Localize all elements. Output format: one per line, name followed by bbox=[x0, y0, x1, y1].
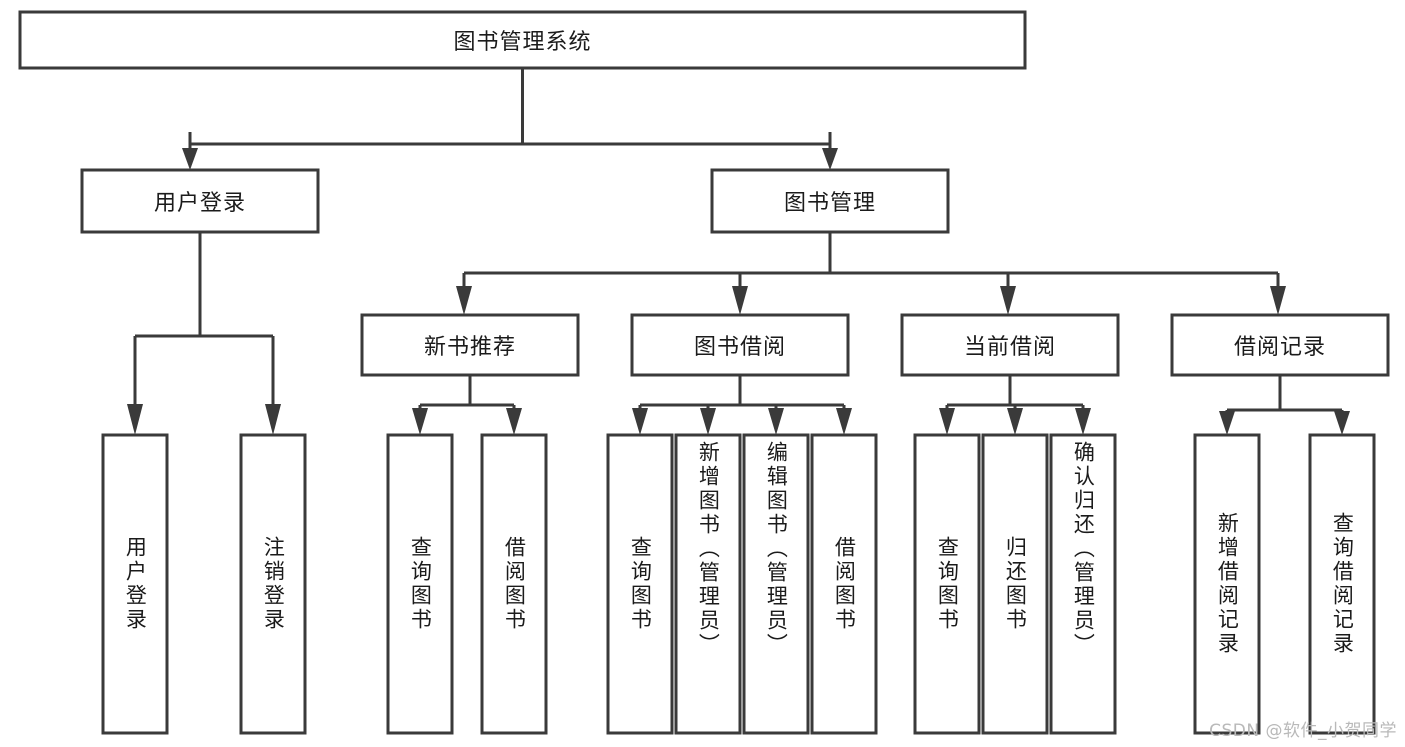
leaf-box[interactable] bbox=[1193, 433, 1261, 735]
leaf-box[interactable] bbox=[480, 433, 548, 735]
leaf-box[interactable] bbox=[913, 433, 981, 735]
leaf-box[interactable] bbox=[810, 433, 878, 735]
arrow-head-currentborrow-leaf2 bbox=[1007, 408, 1023, 435]
connector-layer bbox=[127, 68, 1350, 435]
arrow-head-bookborrow-leaf4 bbox=[836, 408, 852, 435]
arrow-head-newbook-leaf2 bbox=[506, 408, 522, 435]
arrow-head-book-borrow bbox=[732, 286, 748, 315]
leaf-box[interactable] bbox=[386, 433, 454, 735]
arrow-head-newbook-leaf1 bbox=[412, 408, 428, 435]
leaf-box[interactable] bbox=[239, 433, 307, 735]
arrow-head-current-borrow bbox=[1000, 286, 1016, 315]
leaf-box[interactable] bbox=[981, 433, 1049, 735]
arrow-head-borrowrecord-leaf1 bbox=[1219, 411, 1235, 435]
node-box-current-borrow[interactable] bbox=[900, 313, 1120, 377]
leaf-box[interactable] bbox=[1049, 433, 1117, 735]
arrow-head-bookborrow-leaf2 bbox=[700, 408, 716, 435]
arrow-head-leaf-user-login bbox=[127, 404, 143, 435]
leaf-box[interactable] bbox=[606, 433, 674, 735]
arrow-head-bookborrow-leaf3 bbox=[768, 408, 784, 435]
arrow-head-user-login bbox=[182, 148, 198, 170]
arrow-head-leaf-logout bbox=[265, 404, 281, 435]
node-box-root[interactable] bbox=[18, 10, 1027, 70]
box-layer bbox=[18, 10, 1390, 735]
arrow-head-book-mgmt bbox=[822, 148, 838, 170]
node-box-new-book-recommend[interactable] bbox=[360, 313, 580, 377]
arrow-head-borrowrecord-leaf2 bbox=[1334, 411, 1350, 435]
node-box-borrow-record[interactable] bbox=[1170, 313, 1390, 377]
arrow-head-new-book-rec bbox=[456, 286, 472, 315]
arrow-head-bookborrow-leaf1 bbox=[632, 408, 648, 435]
leaf-box[interactable] bbox=[101, 433, 169, 735]
arrow-head-currentborrow-leaf3 bbox=[1075, 408, 1091, 435]
node-box-user-login[interactable] bbox=[80, 168, 320, 234]
node-box-book-management[interactable] bbox=[710, 168, 950, 234]
leaf-box[interactable] bbox=[674, 433, 742, 735]
node-box-book-borrow[interactable] bbox=[630, 313, 850, 377]
arrow-head-currentborrow-leaf1 bbox=[939, 408, 955, 435]
leaf-box[interactable] bbox=[742, 433, 810, 735]
arrow-head-borrow-record bbox=[1270, 286, 1286, 315]
leaf-box[interactable] bbox=[1308, 433, 1376, 735]
